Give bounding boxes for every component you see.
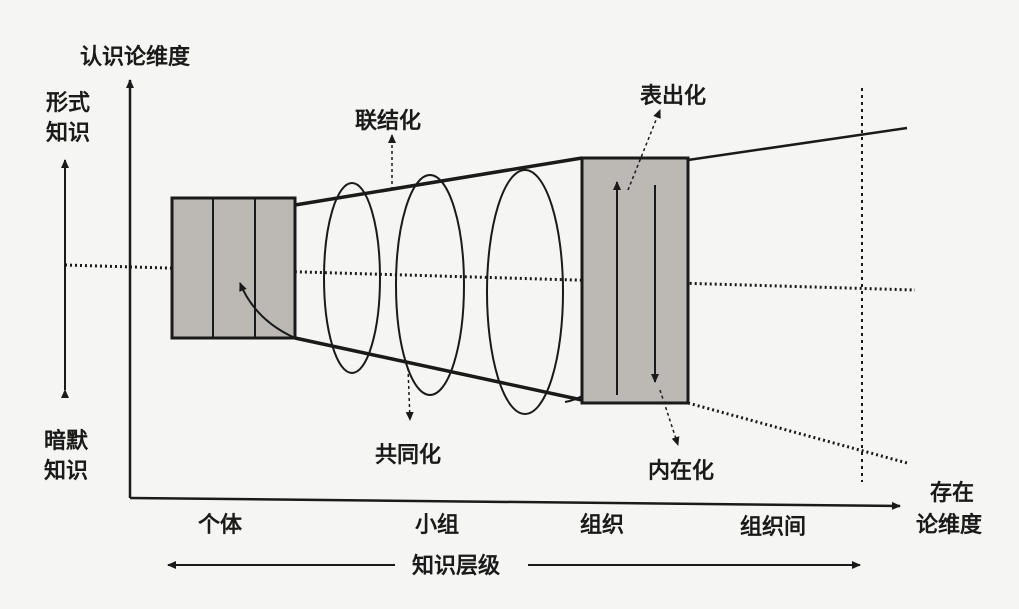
x-axis <box>129 496 901 510</box>
externalization-label: 表出化 <box>640 83 706 109</box>
internalization-label: 内在化 <box>648 458 714 484</box>
internalization-dotted-arrow <box>659 389 680 446</box>
organization-box <box>580 156 690 405</box>
x-axis-title-line1: 存在 <box>930 480 974 506</box>
funnel-bottom <box>294 336 583 402</box>
x-category-organization: 组织 <box>580 512 624 538</box>
tacit-knowledge-label-line1: 暗默 <box>44 428 89 454</box>
spiral-loop <box>323 182 381 374</box>
x-category-individual: 个体 <box>198 513 243 538</box>
explicit-knowledge-label-line1: 形式 <box>46 91 90 116</box>
socialization-dotted-arrow <box>405 367 414 421</box>
spiral-start-arrow <box>239 282 296 339</box>
inter-organization-bottom-dotted-line <box>687 401 908 465</box>
combination-label: 联结化 <box>355 108 421 134</box>
knowledge-level-label: 知识层级 <box>412 553 500 579</box>
x-category-inter-organization: 组织间 <box>740 514 806 540</box>
inter-organization-top-line <box>687 126 908 162</box>
socialization-label: 共同化 <box>375 442 441 468</box>
externalization-dotted-arrow <box>627 109 661 191</box>
explicit-knowledge-label-line2: 知识 <box>46 120 90 146</box>
tacit-knowledge-label-line2: 知识 <box>44 458 88 484</box>
x-category-group: 小组 <box>415 512 459 538</box>
funnel-top <box>294 156 583 207</box>
spiral-loop <box>486 169 564 415</box>
individual-box <box>170 196 297 340</box>
x-axis-title-line2: 论维度 <box>916 512 983 538</box>
spiral-loop <box>395 174 465 396</box>
y-axis-title: 认识论维度 <box>80 44 191 70</box>
